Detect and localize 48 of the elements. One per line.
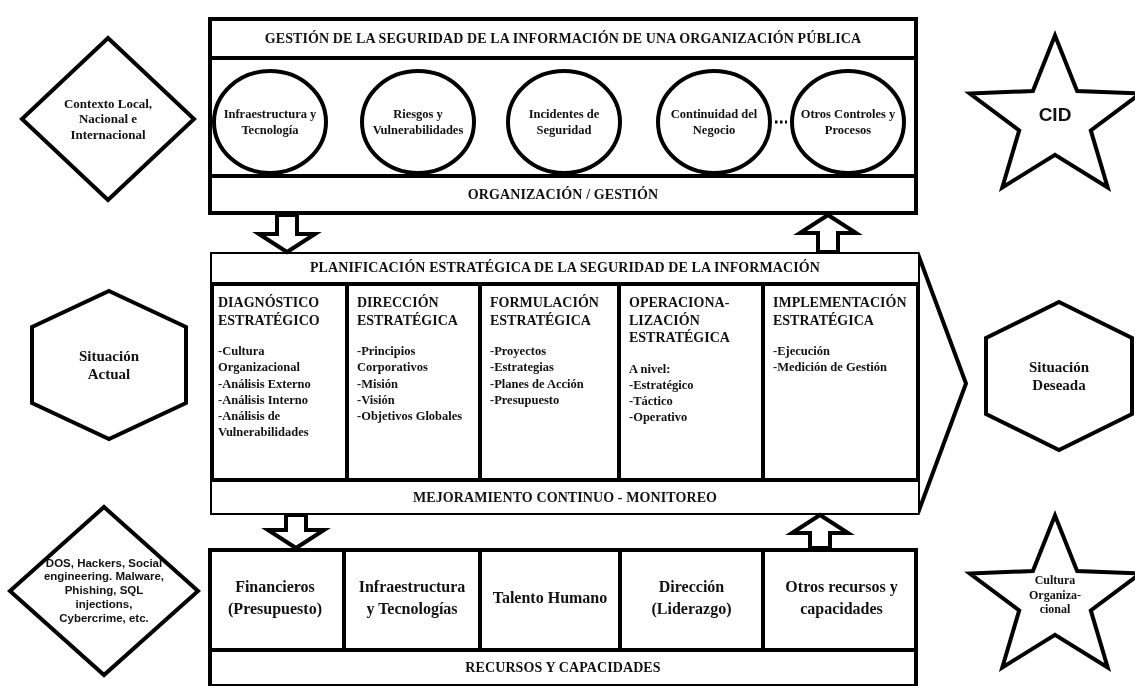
shape-label: Cultura Organiza- cional <box>1028 573 1082 617</box>
column-heading: DIRECCIÓN ESTRATÉGICA <box>357 294 459 329</box>
list-item: -Planes de Acción <box>490 375 585 392</box>
framework-box <box>208 17 918 215</box>
list-item: -Medición de Gestión <box>773 359 888 376</box>
list-item: -Principios Corporativos <box>357 343 429 376</box>
list-item: -Análisis de Vulnerabilidades <box>218 408 310 441</box>
list-item: A nivel: <box>629 360 672 377</box>
shape-label: CID <box>1038 103 1072 127</box>
list-item: -Estrategias <box>490 359 555 376</box>
list-item: -Análisis Interno <box>218 391 309 408</box>
list-item: -Cultura Organizacional <box>218 343 301 376</box>
column-heading: IMPLEMENTACIÓN ESTRATÉGICA <box>773 294 908 329</box>
list-item: -Visión <box>357 391 396 408</box>
section-footer: MEJORAMIENTO CONTINUO - MONITOREO <box>212 478 918 513</box>
column-heading: OPERACIONA- LIZACIÓN ESTRATÉGICA <box>629 294 731 347</box>
list-item: -Proyectos <box>490 343 547 360</box>
list-item: -Táctico <box>629 393 674 410</box>
circle-label: Continuidad del Negocio <box>669 105 759 139</box>
list-item: -Presupuesto <box>490 391 561 408</box>
resource-label: Dirección (Liderazgo) <box>650 576 733 620</box>
circle-label: Riesgos y Vulnerabilidades <box>371 105 465 139</box>
shape-label: Contexto Local, Nacional e Internacional <box>62 95 154 143</box>
block-arrow <box>785 512 855 550</box>
resource-label: Financieros (Presupuesto) <box>227 576 323 620</box>
column-heading: DIAGNÓSTICO ESTRATÉGICO <box>218 294 321 329</box>
list-item: -Análisis Externo <box>218 375 312 392</box>
framework-box <box>208 548 918 686</box>
shape-label: Situación Actual <box>78 347 140 383</box>
resource-label: Talento Humano <box>492 587 608 608</box>
block-arrow <box>252 213 322 255</box>
circle-label: Infraestructura y Tecnología <box>222 105 318 139</box>
list-item: -Misión <box>357 375 399 392</box>
shape-label: DOS, Hackers, Social engineering. Malware, Phishing, SQL injections, Cybercrime, etc. <box>42 556 166 626</box>
list-item: -Estratégico <box>629 376 695 393</box>
section-title: PLANIFICACIÓN ESTRATÉGICA DE LA SEGURIDAD DE LA INFORMACIÓN <box>212 254 918 286</box>
shape-label: Situación Deseada <box>1028 358 1090 394</box>
column-heading: FORMULACIÓN ESTRATÉGICA <box>490 294 600 329</box>
resource-label: Infraestructura y Tecnologías <box>357 576 467 620</box>
list-item: -Objetivos Globales <box>357 408 464 425</box>
circle-label: Otros Controles y Procesos <box>799 105 897 139</box>
dotted-line <box>775 120 787 124</box>
resource-label: Otros recursos y capacidades <box>784 576 899 620</box>
block-arrow <box>793 212 863 254</box>
list-item: -Operativo <box>629 409 689 426</box>
circle-label: Incidentes de Seguridad <box>527 105 601 139</box>
list-item: -Ejecución <box>773 343 831 360</box>
block-arrow <box>261 513 331 551</box>
